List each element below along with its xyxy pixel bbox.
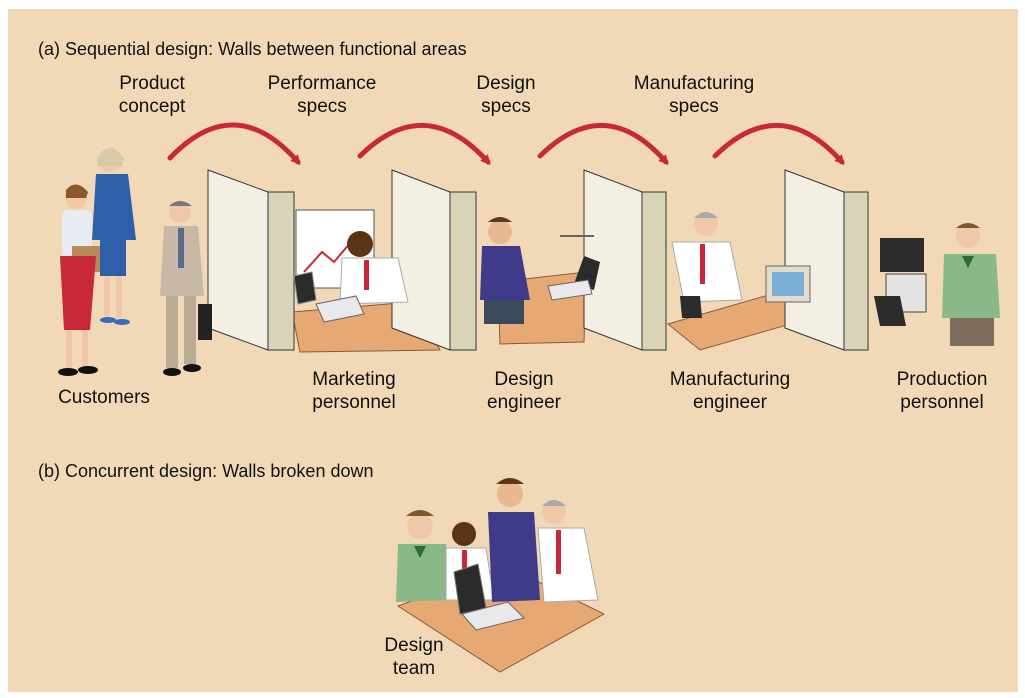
- arrow-manufacturing-specs: [712, 122, 845, 165]
- wall-1: [207, 169, 295, 351]
- laptop-icon: [453, 563, 525, 631]
- label-manufacturing-specs-line2: specs: [669, 96, 719, 117]
- label-marketing-personnel: Marketing personnel: [312, 368, 395, 414]
- machinery-icon: [874, 238, 927, 326]
- label-production-personnel-line2: personnel: [900, 392, 984, 413]
- production-person: [874, 223, 1000, 346]
- label-design-engineer-line2: engineer: [487, 392, 561, 413]
- label-design-specs-line1: Design: [476, 73, 536, 94]
- label-performance-specs-line2: specs: [297, 96, 347, 117]
- label-manufacturing-specs-line1: Manufacturing: [633, 73, 755, 94]
- heading-concurrent-design: (b) Concurrent design: Walls broken down: [38, 461, 374, 481]
- computer-monitor-icon: [765, 265, 811, 303]
- label-design-engineer: Design engineer: [487, 368, 561, 414]
- label-manufacturing-engineer-line2: engineer: [693, 392, 767, 413]
- label-design-team-line1: Design: [384, 635, 444, 656]
- label-manufacturing-specs: Manufacturing specs: [634, 72, 754, 118]
- label-manufacturing-engineer-line1: Manufacturing: [669, 369, 791, 390]
- label-product-concept-line2: concept: [118, 96, 186, 117]
- label-design-team-line2: team: [392, 658, 436, 679]
- label-marketing-personnel-line1: Marketing: [312, 369, 396, 390]
- label-production-personnel: Production personnel: [897, 368, 988, 414]
- briefcase-icon: [198, 304, 212, 340]
- team-member-purple-sweater: [488, 478, 540, 602]
- label-product-concept-line1: Product: [119, 73, 185, 94]
- customer-woman-blue-suit: [92, 148, 136, 325]
- label-design-specs-line2: specs: [481, 96, 531, 117]
- heading-sequential-design: (a) Sequential design: Walls between fun…: [38, 39, 467, 59]
- label-customers-line1: Customers: [58, 387, 150, 408]
- team-member-striped-shirt: [537, 500, 599, 603]
- label-marketing-personnel-line2: personnel: [312, 392, 396, 413]
- wall-2: [391, 169, 477, 351]
- marketing-person: [293, 231, 409, 323]
- label-production-personnel-line1: Production: [896, 369, 988, 390]
- label-performance-specs-line1: Performance: [267, 73, 377, 94]
- label-design-team: Design team: [384, 634, 443, 680]
- label-design-engineer-line1: Design: [494, 369, 554, 390]
- customers-figures: [58, 148, 212, 376]
- label-product-concept: Product concept: [119, 72, 186, 118]
- customer-man-gray-suit: [160, 201, 212, 376]
- design-team-people: [396, 478, 599, 631]
- design-engineer-person: [480, 217, 600, 324]
- label-manufacturing-engineer: Manufacturing engineer: [670, 368, 790, 414]
- handoff-arrows: [167, 122, 845, 166]
- wall-3: [583, 169, 667, 351]
- walls: [207, 169, 869, 351]
- label-customers: Customers: [58, 386, 150, 409]
- arrow-product-concept: [167, 122, 301, 166]
- label-performance-specs: Performance specs: [268, 72, 377, 118]
- wall-4: [784, 169, 869, 351]
- arrow-performance-specs: [357, 122, 491, 165]
- manufacturing-engineer-person: [671, 212, 811, 318]
- team-member-green-sweater: [396, 510, 452, 602]
- arrow-design-specs: [537, 122, 669, 166]
- label-design-specs: Design specs: [476, 72, 535, 118]
